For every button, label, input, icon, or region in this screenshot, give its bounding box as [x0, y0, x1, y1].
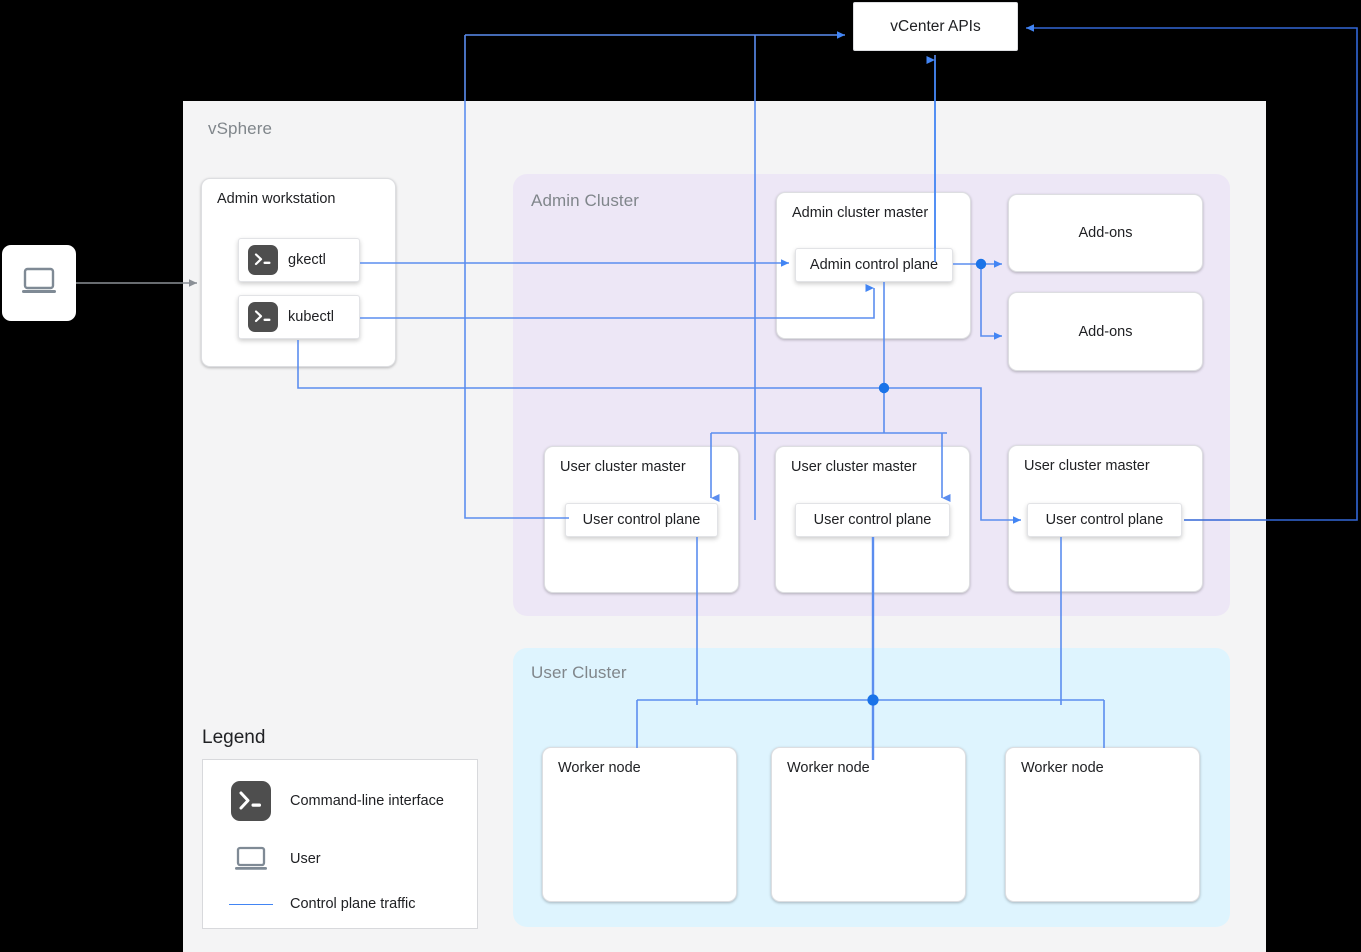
- legend-title: Legend: [202, 727, 266, 748]
- admin-control-plane-chip[interactable]: Admin control plane: [795, 248, 953, 282]
- admin-cluster-master-title: Admin cluster master: [792, 205, 929, 221]
- legend-item-cli: Command-line interface: [229, 781, 444, 821]
- addons-card-1[interactable]: Add-ons: [1008, 194, 1203, 272]
- user-cluster-master-title-1: User cluster master: [560, 459, 686, 475]
- legend-item-traffic: Control plane traffic: [229, 884, 415, 924]
- worker-node-title-2: Worker node: [787, 760, 870, 776]
- region-vsphere-label: vSphere: [208, 119, 273, 138]
- worker-node-card-3[interactable]: Worker node: [1005, 747, 1200, 902]
- region-user-cluster-label: User Cluster: [531, 663, 627, 682]
- cli-label-gkectl: gkectl: [288, 252, 326, 268]
- addons-card-2[interactable]: Add-ons: [1008, 292, 1203, 371]
- laptop-icon: [19, 265, 59, 302]
- terminal-icon: [248, 302, 278, 332]
- worker-node-card-2[interactable]: Worker node: [771, 747, 966, 902]
- worker-node-title-3: Worker node: [1021, 760, 1104, 776]
- legend-label-cli: Command-line interface: [290, 793, 444, 809]
- addons-label-2: Add-ons: [1078, 323, 1133, 340]
- worker-node-card-1[interactable]: Worker node: [542, 747, 737, 902]
- laptop-icon: [229, 845, 273, 874]
- worker-node-title-1: Worker node: [558, 760, 641, 776]
- terminal-icon: [248, 245, 278, 275]
- legend-label-user: User: [290, 851, 321, 867]
- cli-label-kubectl: kubectl: [288, 309, 334, 325]
- user-cluster-master-title-3: User cluster master: [1024, 458, 1150, 474]
- terminal-icon: [229, 781, 273, 821]
- cli-chip-kubectl[interactable]: kubectl: [238, 295, 360, 339]
- user-node[interactable]: [2, 245, 76, 321]
- user-control-plane-chip-2[interactable]: User control plane: [795, 503, 950, 537]
- cli-chip-gkectl[interactable]: gkectl: [238, 238, 360, 282]
- line-swatch-icon: [229, 903, 273, 905]
- user-control-plane-chip-3[interactable]: User control plane: [1027, 503, 1182, 537]
- legend-item-user: User: [229, 839, 321, 879]
- legend-box: Command-line interface User Control plan…: [202, 759, 478, 929]
- addons-label-1: Add-ons: [1078, 225, 1133, 241]
- vcenter-apis-box[interactable]: vCenter APIs: [853, 2, 1018, 51]
- region-admin-cluster-label: Admin Cluster: [531, 191, 640, 210]
- user-control-plane-chip-1[interactable]: User control plane: [565, 503, 718, 537]
- user-cluster-master-title-2: User cluster master: [791, 459, 917, 475]
- legend-label-traffic: Control plane traffic: [290, 896, 416, 912]
- admin-workstation-title: Admin workstation: [217, 191, 336, 207]
